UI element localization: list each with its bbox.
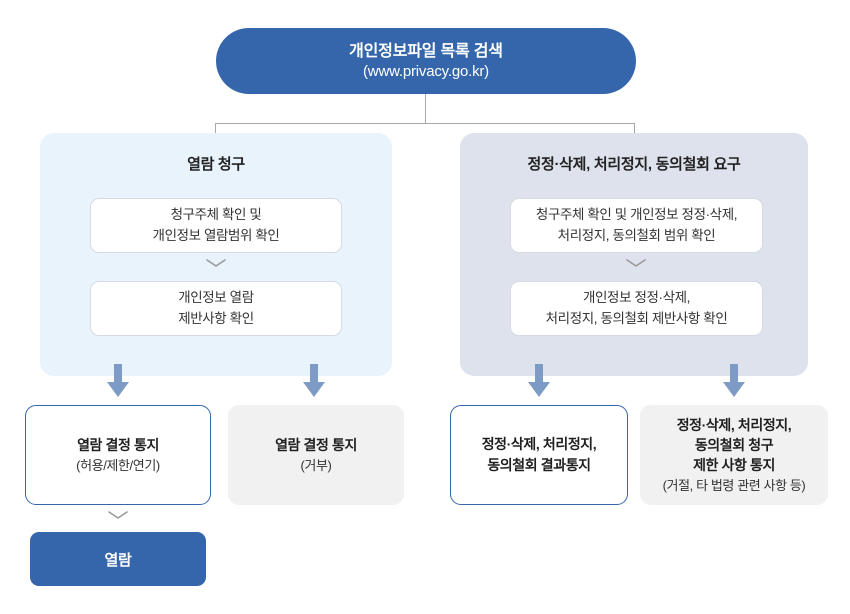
- step-box-right-1[interactable]: 청구주체 확인 및 개인정보 정정·삭제, 처리정지, 동의철회 범위 확인: [510, 198, 763, 253]
- result-3-main-line2: 동의철회 결과통지: [487, 457, 591, 473]
- step-left-2-line2: 제반사항 확인: [178, 310, 254, 326]
- step-right-2-line2: 처리정지, 동의철회 제반사항 확인: [545, 310, 728, 326]
- result-4-sub: (거절, 타 법령 관련 사항 등): [662, 477, 806, 493]
- root-node-title: 개인정보파일 목록 검색: [349, 42, 503, 60]
- branch-panel-correction-request: 정정·삭제, 처리정지, 동의철회 요구 청구주체 확인 및 개인정보 정정·삭…: [460, 133, 808, 376]
- connector-branch-left: [215, 123, 216, 135]
- arrow-down-icon-1: [106, 364, 130, 398]
- chevron-down-icon-final: [107, 509, 129, 521]
- result-box-access-decision-refuse[interactable]: 열람 결정 통지 (거부): [228, 405, 404, 505]
- connector-root-stem: [425, 94, 426, 123]
- result-4-main-line2: 동의철회 청구: [694, 437, 774, 454]
- arrow-down-icon-4: [722, 364, 746, 398]
- result-2-main: 열람 결정 통지: [275, 436, 357, 453]
- step-box-left-1[interactable]: 청구주체 확인 및 개인정보 열람범위 확인: [90, 198, 342, 253]
- step-left-1-line2: 개인정보 열람범위 확인: [152, 227, 280, 243]
- step-right-1-line2: 처리정지, 동의철회 범위 확인: [557, 227, 716, 243]
- result-4-main-line3: 제한 사항 통지: [693, 457, 775, 474]
- final-node-access-granted[interactable]: 열람: [30, 532, 206, 586]
- root-node-subtitle-url: (www.privacy.go.kr): [363, 62, 489, 80]
- arrow-down-icon-2: [302, 364, 326, 398]
- result-box-access-decision-permit[interactable]: 열람 결정 통지 (허용/제한/연기): [25, 405, 211, 505]
- branch-title-correction-request: 정정·삭제, 처리정지, 동의철회 요구: [527, 156, 741, 173]
- arrow-down-icon-3: [527, 364, 551, 398]
- step-box-right-2[interactable]: 개인정보 정정·삭제, 처리정지, 동의철회 제반사항 확인: [510, 281, 763, 336]
- root-node-privacy-file-search[interactable]: 개인정보파일 목록 검색 (www.privacy.go.kr): [216, 28, 636, 94]
- connector-horizontal-bar: [215, 123, 634, 124]
- step-right-1-line1: 청구주체 확인 및 개인정보 정정·삭제,: [535, 206, 738, 222]
- connector-branch-right: [634, 123, 635, 135]
- step-box-left-2[interactable]: 개인정보 열람 제반사항 확인: [90, 281, 342, 336]
- step-left-2-line1: 개인정보 열람: [178, 289, 254, 305]
- chevron-down-icon-left: [205, 257, 227, 269]
- result-1-sub: (허용/제한/연기): [76, 457, 160, 473]
- step-right-2-line1: 개인정보 정정·삭제,: [583, 289, 690, 305]
- result-box-correction-result-notice[interactable]: 정정·삭제, 처리정지, 동의철회 결과통지: [450, 405, 628, 505]
- result-box-correction-limit-notice[interactable]: 정정·삭제, 처리정지, 동의철회 청구 제한 사항 통지 (거절, 타 법령 …: [640, 405, 828, 505]
- result-4-main-line1: 정정·삭제, 처리정지,: [676, 416, 792, 433]
- branch-title-access-request: 열람 청구: [187, 156, 245, 173]
- branch-panel-access-request: 열람 청구 청구주체 확인 및 개인정보 열람범위 확인 개인정보 열람 제반사…: [40, 133, 392, 376]
- result-2-sub: (거부): [300, 457, 332, 473]
- result-1-main: 열람 결정 통지: [77, 436, 159, 453]
- result-3-main-line1: 정정·삭제, 처리정지,: [481, 436, 597, 452]
- chevron-down-icon-right: [625, 257, 647, 269]
- step-left-1-line1: 청구주체 확인 및: [170, 206, 262, 222]
- final-node-label: 열람: [104, 551, 132, 569]
